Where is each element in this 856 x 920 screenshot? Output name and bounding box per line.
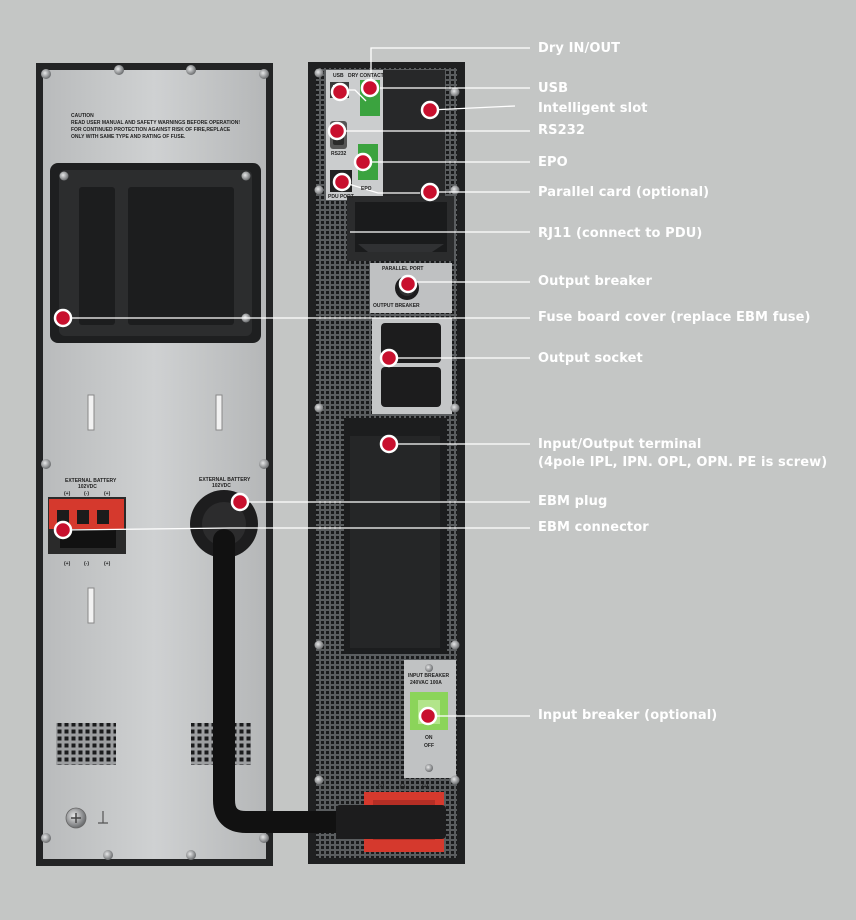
marker-epo <box>355 154 371 170</box>
marker-rs232 <box>329 123 345 139</box>
ups-panel <box>308 62 465 864</box>
input-breaker-panel-label: INPUT BREAKER <box>408 673 449 679</box>
marker-io-terminal <box>381 436 397 452</box>
label-parallel-card: Parallel card (optional) <box>538 184 709 201</box>
ups-bottom-polarity-2: (-) <box>400 784 405 790</box>
ups-bottom-polarity-1: (+) <box>378 784 384 790</box>
marker-output-breaker <box>400 276 416 292</box>
label-rs232: RS232 <box>538 122 585 139</box>
label-io-terminal-detail: (4pole IPL, IPN. OPL, OPN. PE is screw) <box>538 454 827 471</box>
marker-intelligent-slot <box>422 102 438 118</box>
label-ebm-plug: EBM plug <box>538 493 607 510</box>
output-breaker-panel-label: OUTPUT BREAKER <box>373 303 420 309</box>
label-ebm-connector: EBM connector <box>538 519 649 536</box>
ebm-left-voltage: 102VDC <box>78 484 97 490</box>
ebm-polarity-1: (+) <box>64 491 70 497</box>
off-label: OFF <box>424 743 434 749</box>
usb-port-label: USB <box>333 73 344 79</box>
ebm-polarity-2: (-) <box>84 491 89 497</box>
caution-line-2: FOR CONTINUED PROTECTION AGAINST RISK OF… <box>71 127 230 133</box>
caution-line-1: READ USER MANUAL AND SAFETY WARNINGS BEF… <box>71 120 240 126</box>
dry-contact-label: DRY CONTACT <box>348 73 384 79</box>
marker-usb <box>332 84 348 100</box>
marker-input-breaker <box>420 708 436 724</box>
on-label: ON <box>425 735 433 741</box>
label-output-socket: Output socket <box>538 350 643 367</box>
marker-output-socket <box>381 350 397 366</box>
label-io-terminal: Input/Output terminal <box>538 436 701 453</box>
ebm-polarity-3: (+) <box>104 491 110 497</box>
epo-port-label: EPO <box>361 186 372 192</box>
parallel-port-label: PARALLEL PORT <box>382 266 423 272</box>
battery-panel <box>36 63 273 866</box>
ebm-polarity-bottom-2: (-) <box>84 561 89 567</box>
label-input-breaker: Input breaker (optional) <box>538 707 717 724</box>
label-dry-in-out: Dry IN/OUT <box>538 40 620 57</box>
ebm-right-voltage: 102VDC <box>212 483 231 489</box>
marker-parallel-card <box>422 184 438 200</box>
label-intelligent-slot: Intelligent slot <box>538 100 648 117</box>
rs232-port-label: RS232 <box>331 151 346 157</box>
marker-dry-in-out <box>362 80 378 96</box>
caution-title: CAUTION <box>71 113 94 119</box>
ebm-polarity-bottom-3: (+) <box>104 561 110 567</box>
caution-line-3: ONLY WITH SAME TYPE AND RATING OF FUSE. <box>71 134 185 140</box>
label-epo: EPO <box>538 154 568 171</box>
label-output-breaker: Output breaker <box>538 273 652 290</box>
label-rj11: RJ11 (connect to PDU) <box>538 225 702 242</box>
pdu-port-label: PDU PORT <box>328 194 354 200</box>
marker-ebm-plug <box>232 494 248 510</box>
ups-bottom-polarity-3: (+) <box>422 784 428 790</box>
input-breaker-rating: 240VAC 100A <box>410 680 442 686</box>
marker-ebm-connector <box>55 522 71 538</box>
label-usb: USB <box>538 80 568 97</box>
label-fuse-board-cover: Fuse board cover (replace EBM fuse) <box>538 309 811 326</box>
marker-pdu-port <box>334 174 350 190</box>
marker-fuse-board-cover <box>55 310 71 326</box>
ebm-polarity-bottom-1: (+) <box>64 561 70 567</box>
